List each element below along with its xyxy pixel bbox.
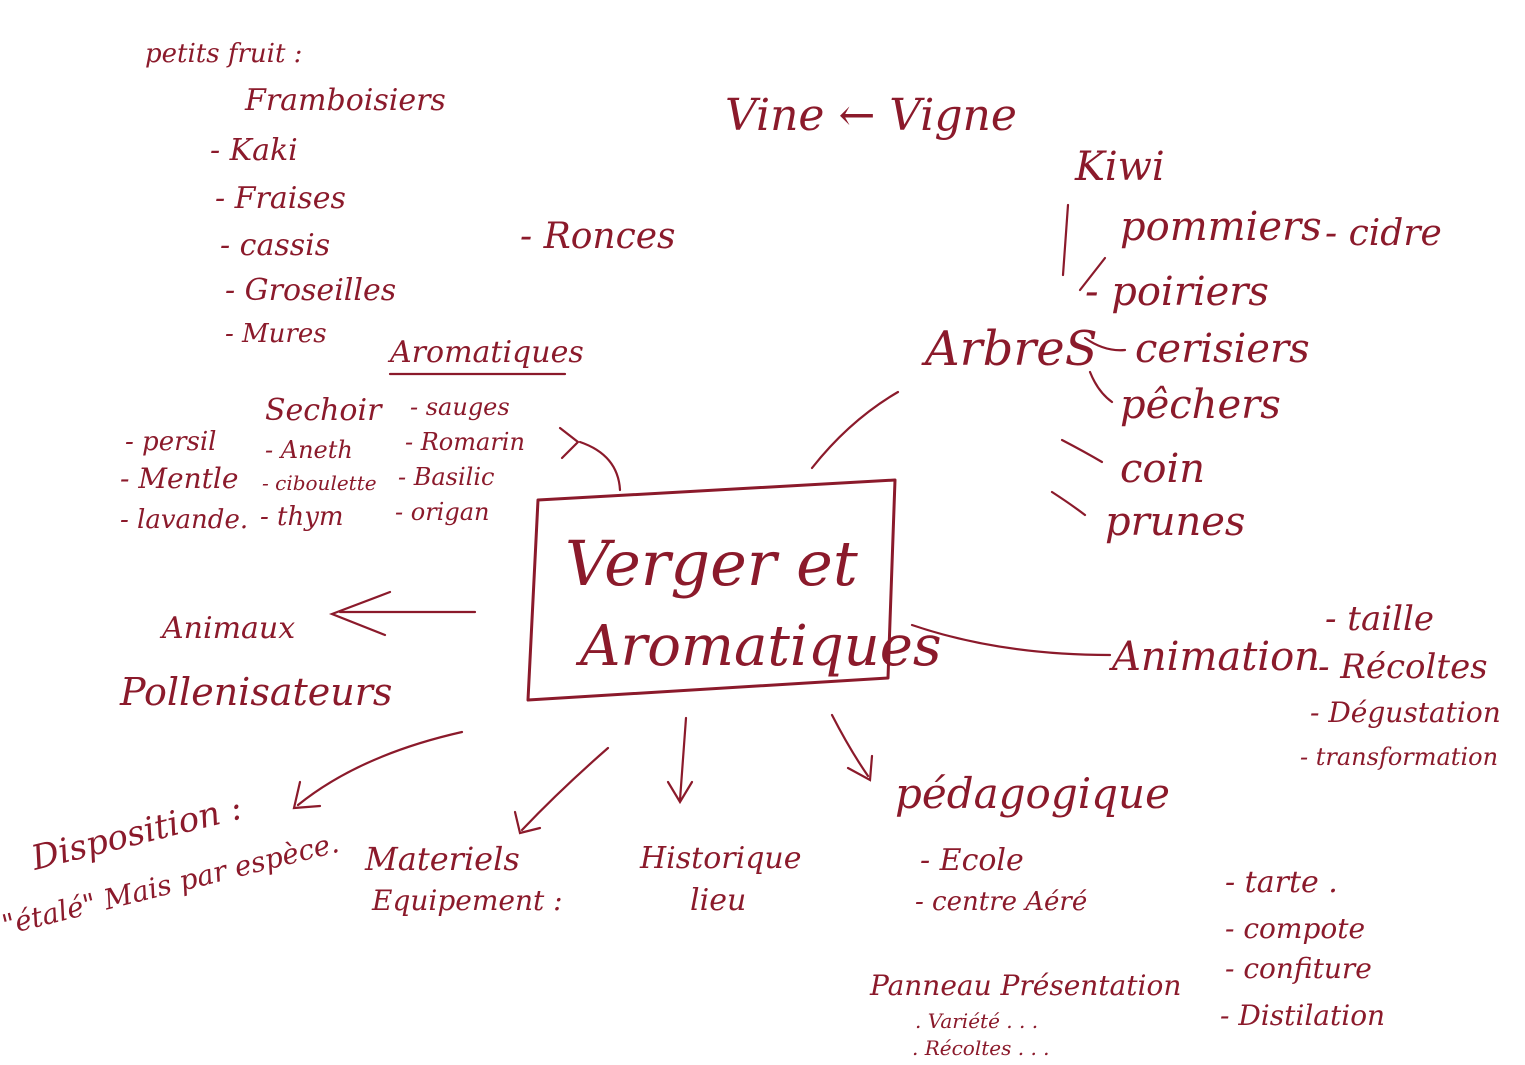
materiels-title: Materiels <box>364 840 520 878</box>
connector-disposition <box>296 730 464 807</box>
pedagogique-group: pédagogique - Ecole - centre Aéré <box>830 713 1170 917</box>
arbres-branch-line <box>1060 438 1104 464</box>
petits-fruits-item: Framboisiers <box>244 83 446 118</box>
aromatiques-item: - lavande. <box>120 505 248 535</box>
pedagogique-item: - Ecole <box>920 843 1024 878</box>
petits-fruits-item: - cassis <box>220 228 330 263</box>
petits-fruits-item: - Kaki <box>210 133 298 168</box>
animaux-label: Animaux <box>159 611 295 646</box>
animation-title: Animation <box>1108 634 1320 680</box>
arbres-item: prunes <box>1105 499 1245 545</box>
arrowhead-materiels <box>513 810 542 835</box>
animaux-group: Animaux Pollenisateurs <box>119 590 477 714</box>
aromatiques-item: - Mentle <box>120 462 238 495</box>
kiwi-label: Kiwi <box>1074 144 1165 190</box>
center-title-line1: Verger et <box>565 527 858 600</box>
transformation-item: - confiture <box>1225 952 1372 985</box>
arbres-item: cerisiers <box>1135 326 1310 372</box>
arrowhead-pedagogique <box>846 754 874 782</box>
connector-pedagogique <box>830 713 870 778</box>
aromatiques-group: Aromatiques - persil - Mentle - lavande.… <box>120 335 622 535</box>
historique-title: Historique <box>639 841 801 876</box>
ronces-label: - Ronces <box>520 216 676 257</box>
historique-detail: lieu <box>690 883 746 918</box>
materiels-detail: Equipement : <box>371 884 563 917</box>
connector-arbres <box>810 390 900 470</box>
petits-fruits-group: petits fruit : Framboisiers - Kaki - Fra… <box>145 39 446 349</box>
arbres-cidre: - cidre <box>1325 213 1442 254</box>
petits-fruits-item: - Mures <box>225 319 327 349</box>
arrowhead-animaux <box>328 590 392 637</box>
petits-fruits-title: petits fruit : <box>145 39 302 69</box>
animation-item: - transformation <box>1300 743 1498 771</box>
connector-historique <box>678 716 688 802</box>
pedagogique-item: - centre Aéré <box>915 887 1087 917</box>
arrowhead-aromatiques <box>558 426 580 460</box>
animation-group: Animation - taille - Récoltes - Dégustat… <box>910 599 1501 771</box>
aromatiques-item: - sauges <box>410 393 510 421</box>
transformation-item: - tarte . <box>1225 865 1338 900</box>
aromatiques-item: - Basilic <box>398 463 494 491</box>
arbres-branch-line <box>1061 203 1070 277</box>
connector-aromatiques <box>578 440 622 492</box>
transformation-item: - compote <box>1225 912 1365 945</box>
arbres-item: coin <box>1120 446 1205 492</box>
arbres-branch-line <box>1083 336 1127 352</box>
aromatiques-item: - persil <box>125 427 216 457</box>
panneau-group: Panneau Présentation . Variété . . . . R… <box>869 969 1181 1060</box>
arbres-item: - poiriers <box>1085 269 1269 315</box>
panneau-item: . Variété . . . <box>915 1009 1038 1033</box>
aromatiques-item: - Aneth <box>265 436 353 464</box>
historique-group: Historique lieu <box>639 716 801 918</box>
transformation-item: - Distilation <box>1220 999 1385 1032</box>
sechoir-label: Sechoir <box>265 393 383 428</box>
connector-animation <box>910 623 1112 657</box>
aromatiques-item: - Romarin <box>405 428 525 456</box>
petits-fruits-item: - Groseilles <box>225 273 396 308</box>
materiels-group: Materiels Equipement : <box>364 746 610 917</box>
panneau-title: Panneau Présentation <box>869 969 1181 1002</box>
animation-item: - taille <box>1325 599 1434 639</box>
arrowhead-historique <box>666 780 694 805</box>
center-node: Verger et Aromatiques <box>526 478 942 702</box>
pollenisateurs-label: Pollenisateurs <box>119 670 392 714</box>
aromatiques-title: Aromatiques <box>387 335 584 370</box>
center-box <box>526 478 897 702</box>
arrowhead-disposition <box>292 780 322 810</box>
aromatiques-item: - origan <box>395 498 489 526</box>
animation-item: - Dégustation <box>1310 696 1501 729</box>
transformations-group: - tarte . - compote - confiture - Distil… <box>1220 865 1385 1032</box>
animation-item: - Récoltes <box>1318 647 1488 687</box>
pedagogique-title: pédagogique <box>895 769 1170 818</box>
arbres-title: ArbreS <box>921 321 1098 377</box>
panneau-item: . Récoltes . . . <box>912 1036 1050 1060</box>
arbres-group: ArbreS pommiers - cidre - poiriers ceris… <box>810 203 1442 545</box>
arbres-item: pommiers <box>1120 204 1322 250</box>
connector-materiels <box>520 746 610 832</box>
aromatiques-item: - thym <box>260 502 344 532</box>
vigne-label: Vine ← Vigne <box>725 90 1017 141</box>
center-title-line2: Aromatiques <box>575 614 942 679</box>
petits-fruits-item: - Fraises <box>215 181 346 216</box>
arbres-branch-line <box>1088 370 1114 404</box>
arbres-branch-line <box>1078 256 1107 292</box>
aromatiques-item: - ciboulette <box>262 471 377 495</box>
arbres-item: pêchers <box>1120 382 1281 428</box>
arbres-branch-line <box>1050 490 1087 517</box>
